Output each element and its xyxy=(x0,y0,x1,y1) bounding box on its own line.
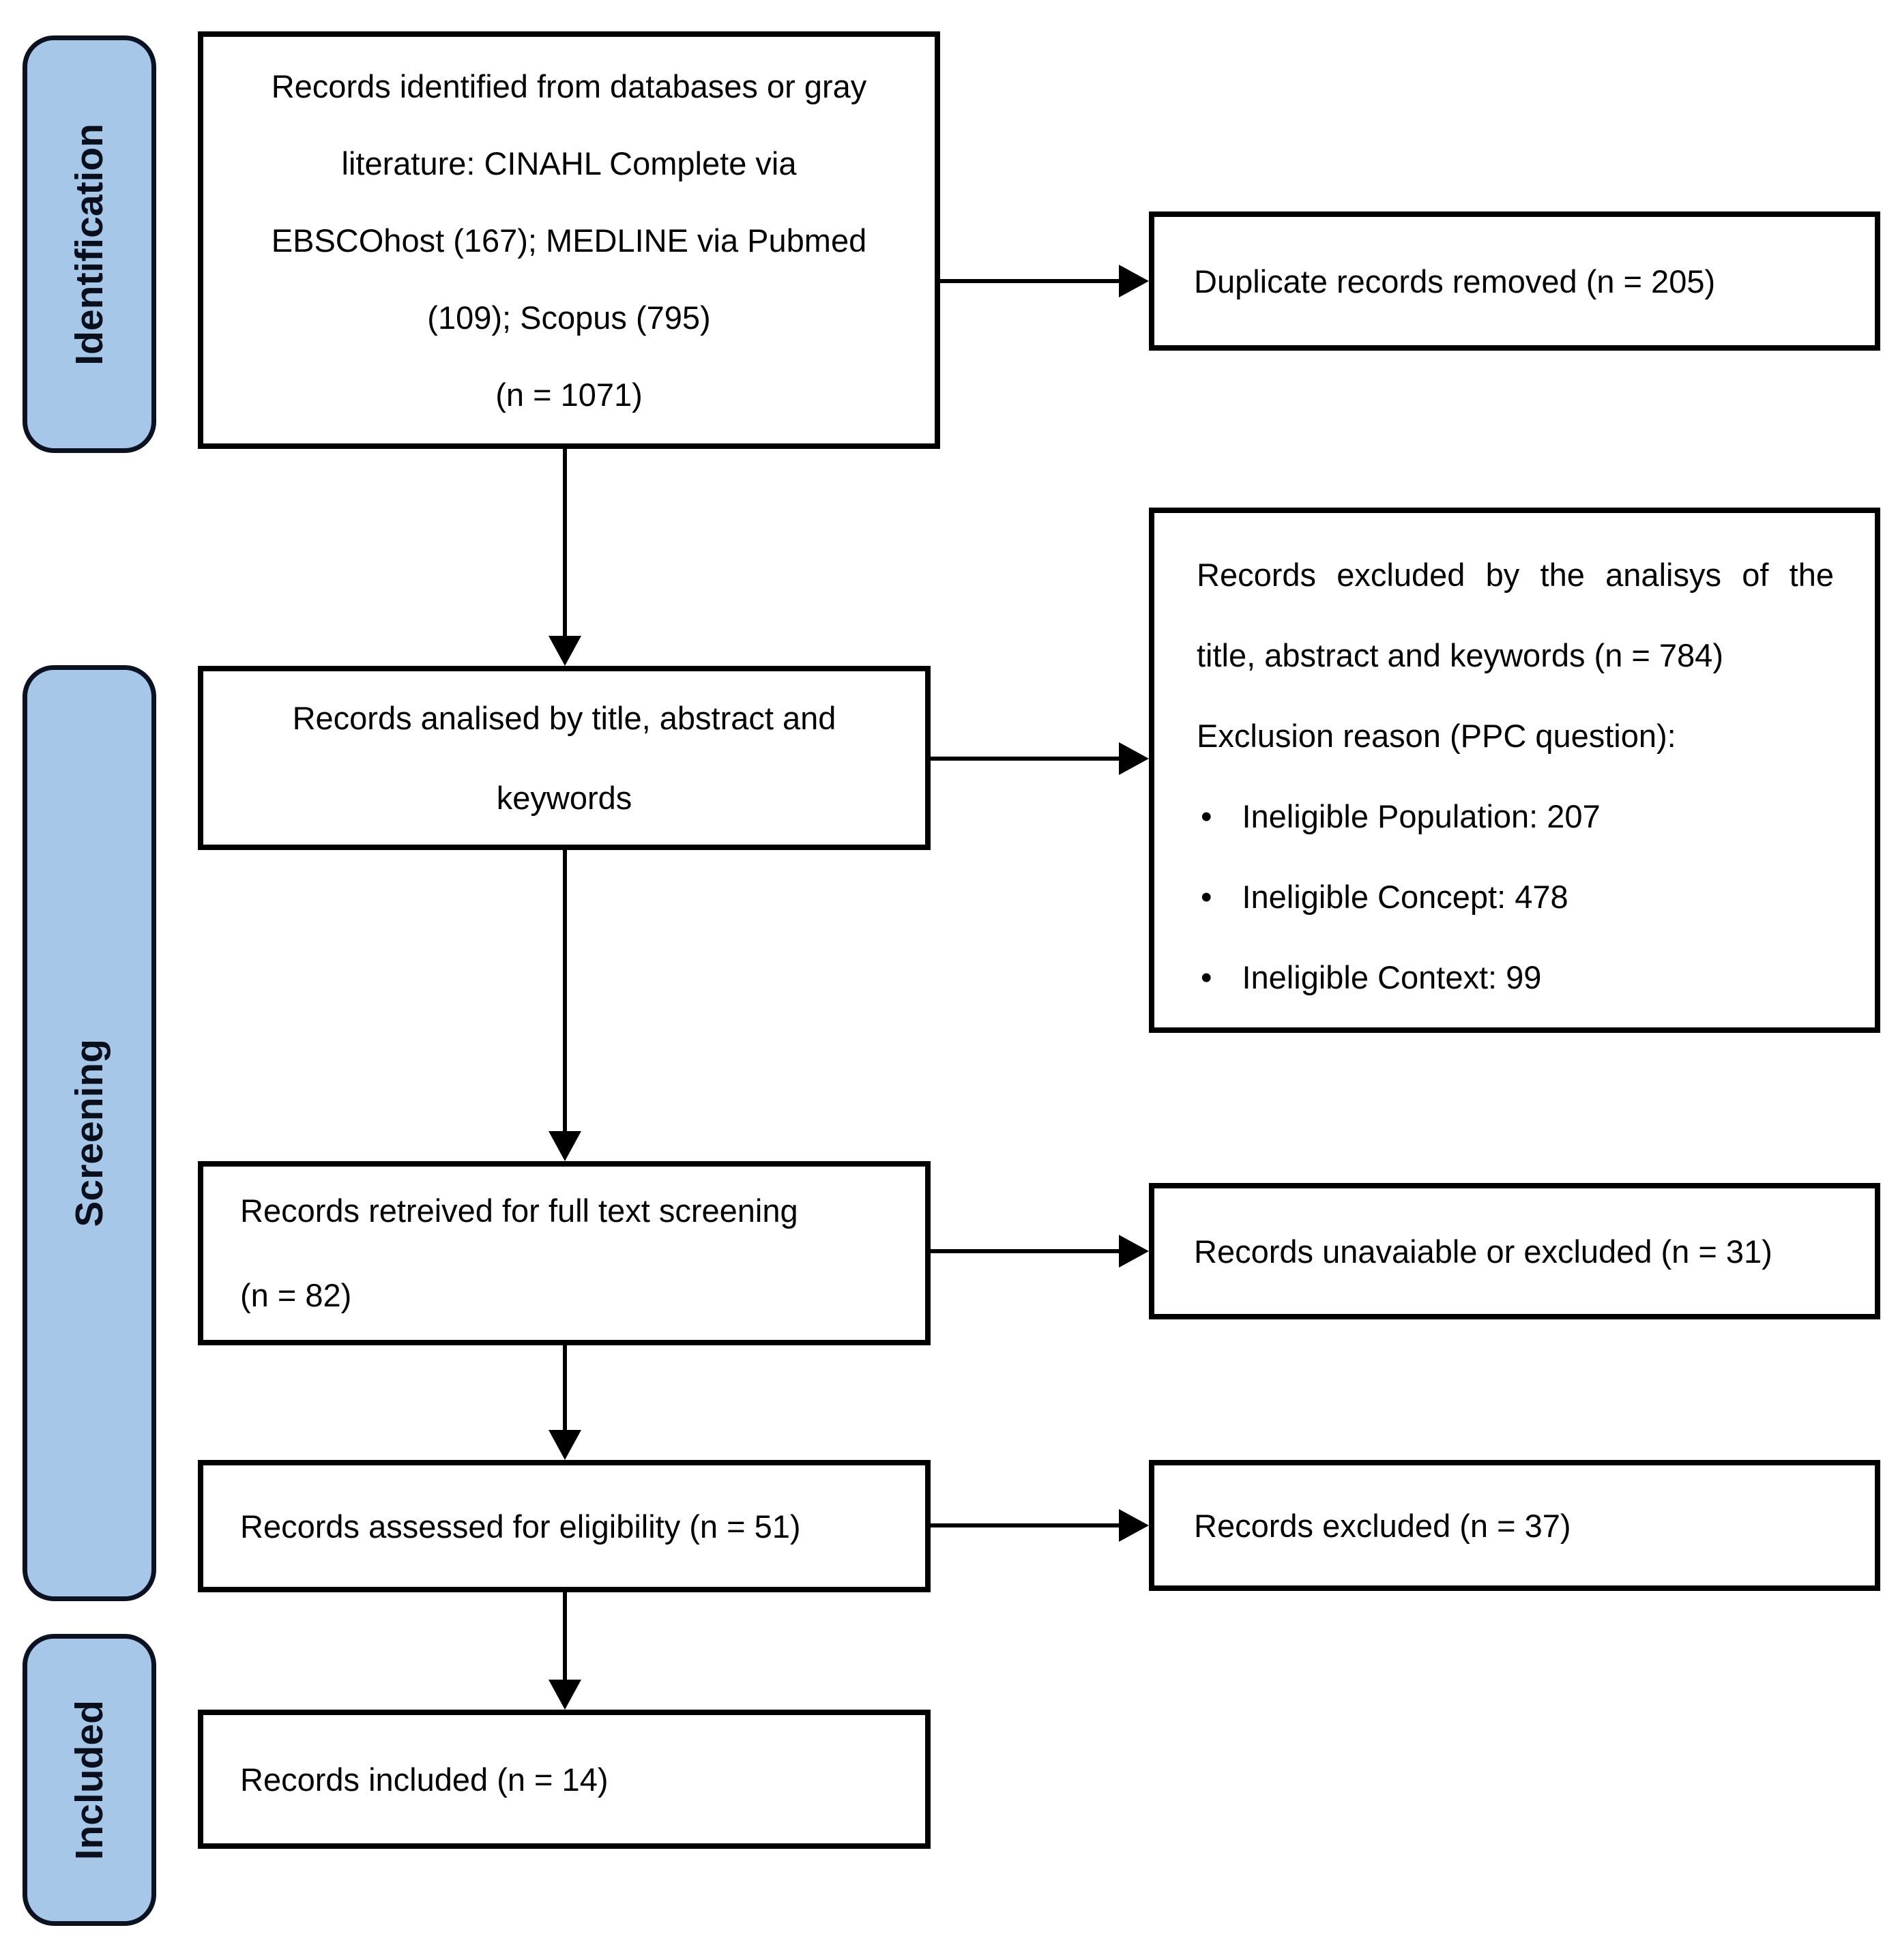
arrow-line xyxy=(563,1592,567,1681)
box-records-assessed: Records assessed for eligibility (n = 51… xyxy=(198,1460,931,1592)
arrow-line xyxy=(940,279,1122,283)
box-records-identified-line-5: (n = 1071) xyxy=(495,376,643,413)
arrow-line xyxy=(563,1345,567,1431)
box-records-included: Records included (n = 14) xyxy=(198,1710,931,1849)
arrow-line xyxy=(931,757,1122,761)
exclusion-reason-item: • Ineligible Population: 207 xyxy=(1197,776,1834,857)
exclusion-reason-population: Ineligible Population: 207 xyxy=(1242,798,1601,834)
exclusion-reason-item: • Ineligible Context: 99 xyxy=(1197,937,1834,1018)
stage-included-label: Included xyxy=(68,1699,111,1860)
arrow-head-down-icon xyxy=(549,1430,581,1460)
stage-identification-label: Identification xyxy=(68,123,111,366)
box-records-excluded-analysis-reason-header: Exclusion reason (PPC question): xyxy=(1197,718,1676,754)
box-records-unavailable-excluded-text: Records unavaiable or excluded (n = 31) xyxy=(1194,1233,1772,1270)
box-records-retrieved: Records retreived for full text screenin… xyxy=(198,1161,931,1345)
box-duplicates-removed: Duplicate records removed (n = 205) xyxy=(1149,211,1880,351)
arrow-line xyxy=(931,1249,1122,1253)
arrow-head-right-icon xyxy=(1119,1509,1149,1542)
bullet-icon: • xyxy=(1201,798,1212,834)
stage-screening-label: Screening xyxy=(68,1039,111,1227)
box-records-excluded-fulltext: Records excluded (n = 37) xyxy=(1149,1460,1880,1591)
exclusion-reason-context: Ineligible Context: 99 xyxy=(1242,959,1542,995)
box-records-included-text: Records included (n = 14) xyxy=(240,1761,609,1798)
arrow-head-down-icon xyxy=(549,1680,581,1710)
box-records-assessed-text: Records assessed for eligibility (n = 51… xyxy=(240,1508,801,1545)
arrow-head-right-icon xyxy=(1119,1235,1149,1268)
box-records-excluded-analysis-line-2: title, abstract and keywords (n = 784) xyxy=(1197,637,1723,673)
arrow-head-right-icon xyxy=(1119,742,1149,775)
box-records-analysed-line-1: Records analised by title, abstract and xyxy=(292,700,836,736)
box-records-unavailable-excluded: Records unavaiable or excluded (n = 31) xyxy=(1149,1183,1880,1319)
arrow-line xyxy=(563,850,567,1132)
bullet-icon: • xyxy=(1201,959,1212,995)
box-records-identified-line-2: literature: CINAHL Complete via xyxy=(341,145,797,181)
bullet-icon: • xyxy=(1201,879,1212,915)
arrow-line xyxy=(563,449,567,639)
stage-screening: Screening xyxy=(23,665,156,1601)
box-records-identified-line-1: Records identified from databases or gra… xyxy=(271,68,867,104)
arrow-head-down-icon xyxy=(549,636,581,666)
box-records-retrieved-line-1: Records retreived for full text screenin… xyxy=(240,1193,798,1229)
box-records-identified: Records identified from databases or gra… xyxy=(198,31,940,449)
box-records-excluded-analysis: Records excluded by the analisys of the … xyxy=(1149,508,1880,1033)
box-records-analysed: Records analised by title, abstract and … xyxy=(198,666,931,850)
box-records-identified-line-4: (109); Scopus (795) xyxy=(427,299,711,336)
exclusion-reason-item: • Ineligible Concept: 478 xyxy=(1197,857,1834,937)
stage-identification: Identification xyxy=(23,35,156,453)
stage-included: Included xyxy=(23,1634,156,1926)
arrow-head-right-icon xyxy=(1119,265,1149,297)
arrow-head-down-icon xyxy=(549,1131,581,1161)
box-records-analysed-line-2: keywords xyxy=(496,780,632,816)
box-records-excluded-analysis-line-1: Records excluded by the analisys of the xyxy=(1197,557,1834,593)
box-records-excluded-fulltext-text: Records excluded (n = 37) xyxy=(1194,1507,1571,1544)
box-records-identified-line-3: EBSCOhost (167); MEDLINE via Pubmed xyxy=(271,222,867,259)
arrow-line xyxy=(931,1523,1122,1527)
box-records-retrieved-line-2: (n = 82) xyxy=(240,1277,352,1313)
exclusion-reason-concept: Ineligible Concept: 478 xyxy=(1242,879,1568,915)
box-duplicates-removed-text: Duplicate records removed (n = 205) xyxy=(1194,263,1716,299)
